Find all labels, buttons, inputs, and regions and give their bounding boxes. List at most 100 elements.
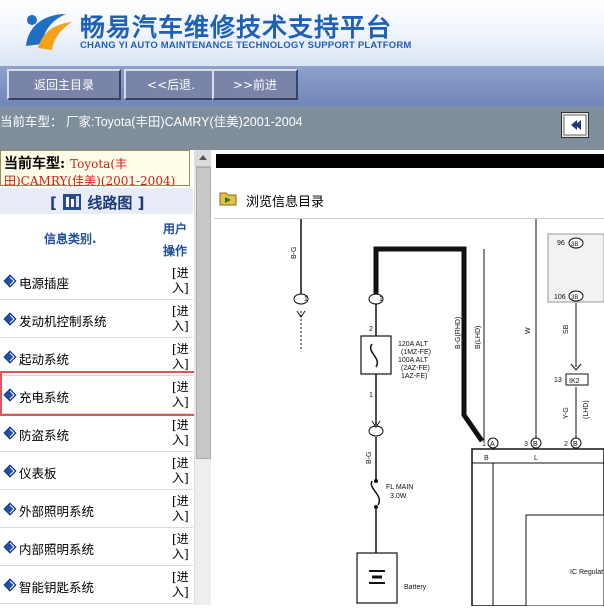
enter-link-line2: 入] — [172, 585, 189, 599]
category-row[interactable]: 充电系统 [进入] — [0, 376, 193, 414]
category-row-label[interactable]: 智能钥匙系统 — [19, 580, 95, 595]
current-model-value-line2: 田)CAMRY(佳美)(2001-2004) — [4, 174, 176, 188]
connector-3b-bottom-label: 3B — [571, 295, 578, 301]
book-icon — [3, 274, 17, 288]
category-row[interactable]: 智能钥匙系统 [进入] — [0, 566, 193, 604]
category-row-label[interactable]: 充电系统 — [19, 390, 70, 405]
connector-ik2-label: IK2 — [569, 378, 580, 385]
column-header-user: 用户 — [163, 222, 188, 236]
platform-logo-icon — [26, 14, 72, 50]
alt-pin-1: 1 — [369, 392, 373, 399]
home-button[interactable]: 返回主目录 — [7, 69, 121, 100]
category-row[interactable]: 仪表板 [进入] — [0, 452, 193, 490]
pin-b: B — [533, 441, 538, 448]
current-model-box: 当前车型: Toyota(丰 田)CAMRY(佳美)(2001-2004) — [0, 150, 190, 188]
alt-label-4: (2AZ-FE) — [401, 365, 430, 372]
enter-link[interactable]: [进入] — [172, 304, 192, 334]
scroll-thumb[interactable] — [196, 167, 211, 459]
category-row-label[interactable]: 仪表板 — [19, 466, 57, 481]
battery-label: Battery — [404, 584, 427, 591]
pin-3: 3 — [524, 441, 528, 448]
enter-link-line1: [进 — [172, 304, 189, 318]
book-icon — [3, 502, 17, 516]
column-header-action: 操作 — [163, 244, 188, 258]
enter-link[interactable]: [进入] — [172, 570, 192, 600]
category-row[interactable]: 外部照明系统 [进入] — [0, 490, 193, 528]
pin-1: 1 — [482, 441, 486, 448]
alt-label-1: 120A ALT — [398, 341, 429, 348]
label-b-lhd: B(LHD) — [475, 326, 482, 349]
book-icon — [3, 312, 17, 326]
sidebar-scrollbar[interactable] — [194, 150, 211, 605]
fl-main-rating: 3.0W — [390, 493, 407, 500]
book-icon — [3, 578, 17, 592]
category-row[interactable]: 防盗系统 [进入] — [0, 414, 193, 452]
enter-link-line1: [进 — [172, 494, 189, 508]
navigation-bar: 返回主目录 <<后退. >>前进 — [0, 66, 604, 106]
current-model-value: Toyota(丰 — [70, 157, 128, 171]
content-top-bar — [216, 154, 604, 168]
alt-fuse-element — [369, 343, 379, 368]
current-model-bar: 当前车型： 厂家:Toyota(丰田)CAMRY(佳美)2001-2004 — [0, 106, 604, 150]
enter-link-line1: [进 — [172, 418, 189, 432]
category-row-label[interactable]: 外部照明系统 — [19, 504, 95, 519]
fl-main-fuse — [370, 480, 381, 506]
label-yg: Y-G — [563, 407, 570, 419]
section-header: [ 线路图 ] — [0, 188, 193, 214]
enter-link[interactable]: [进入] — [172, 380, 192, 410]
pin-a: A — [490, 441, 495, 448]
category-row-label[interactable]: 起动系统 — [19, 352, 70, 367]
alt-label-2: (1MZ-FE) — [401, 349, 431, 356]
category-row-label[interactable]: 内部照明系统 — [19, 542, 95, 557]
enter-link-line1: [进 — [172, 266, 189, 280]
category-row-label[interactable]: 电源插座 — [19, 276, 70, 291]
enter-link[interactable]: [进入] — [172, 418, 192, 448]
forward-button[interactable]: >>前进 — [212, 69, 298, 100]
back-button[interactable]: <<后退. — [124, 69, 218, 100]
label-sb: SB — [563, 324, 570, 334]
column-header-category: 信息类别. — [44, 232, 97, 246]
connector-ik2 — [565, 373, 589, 386]
book-icon — [3, 388, 17, 402]
section-bracket-open: [ — [50, 194, 57, 212]
enter-link-line2: 入] — [172, 395, 189, 409]
enter-link[interactable]: [进入] — [172, 456, 192, 486]
enter-link[interactable]: [进入] — [172, 342, 192, 372]
enter-link-line1: [进 — [172, 342, 189, 356]
terminal-b: B — [484, 455, 489, 462]
connector-3b-top — [568, 237, 584, 249]
pin-b2-circle — [570, 437, 582, 449]
wiring-diagram-canvas: 1 1 2 120A ALT (1MZ-FE) 100A ALT (2AZ-FE… — [291, 219, 604, 607]
alt-label-3: 100A ALT — [398, 357, 429, 364]
toggle-panel-button[interactable] — [561, 112, 589, 138]
category-row-label[interactable]: 防盗系统 — [19, 428, 70, 443]
app-header: 畅易汽车维修技术支持平台 CHANG YI AUTO MAINTENANCE T… — [0, 0, 604, 66]
category-row-label[interactable]: 发动机控制系统 — [19, 314, 107, 329]
enter-link[interactable]: [进入] — [172, 494, 192, 524]
current-model-text: 当前车型： 厂家:Toyota(丰田)CAMRY(佳美)2001-2004 — [0, 115, 303, 129]
book-icon — [3, 350, 17, 364]
enter-link[interactable]: [进入] — [172, 266, 192, 296]
enter-link-line1: [进 — [172, 532, 189, 546]
section-bracket-close: ] — [137, 194, 145, 212]
arrow-left — [296, 310, 306, 318]
alt-pin-2: 2 — [369, 326, 373, 333]
enter-link-line2: 入] — [172, 357, 189, 371]
category-row[interactable]: 内部照明系统 [进入] — [0, 528, 193, 566]
wire-main-thick — [373, 246, 485, 443]
category-row[interactable]: 起动系统 [进入] — [0, 338, 193, 376]
enter-link[interactable]: [进入] — [172, 532, 192, 562]
ic-regulator-label: IC Regulat — [570, 569, 603, 576]
platform-title: 畅易汽车维修技术支持平台 — [80, 13, 393, 42]
label-bg-top: B-G — [291, 247, 298, 259]
browse-folder-icon[interactable] — [219, 189, 237, 207]
enter-link-line1: [进 — [172, 570, 189, 584]
section-title: 线路图 — [87, 194, 133, 212]
category-row[interactable]: 电源插座 [进入] — [0, 262, 193, 300]
pin-b-circle — [530, 437, 542, 449]
connector-left — [293, 293, 309, 305]
enter-link-line2: 入] — [172, 509, 189, 523]
category-row[interactable]: 发动机控制系统 [进入] — [0, 300, 193, 338]
scroll-up-arrow-icon[interactable] — [195, 150, 211, 167]
browse-catalog-link[interactable]: 浏览信息目录 — [246, 195, 325, 210]
